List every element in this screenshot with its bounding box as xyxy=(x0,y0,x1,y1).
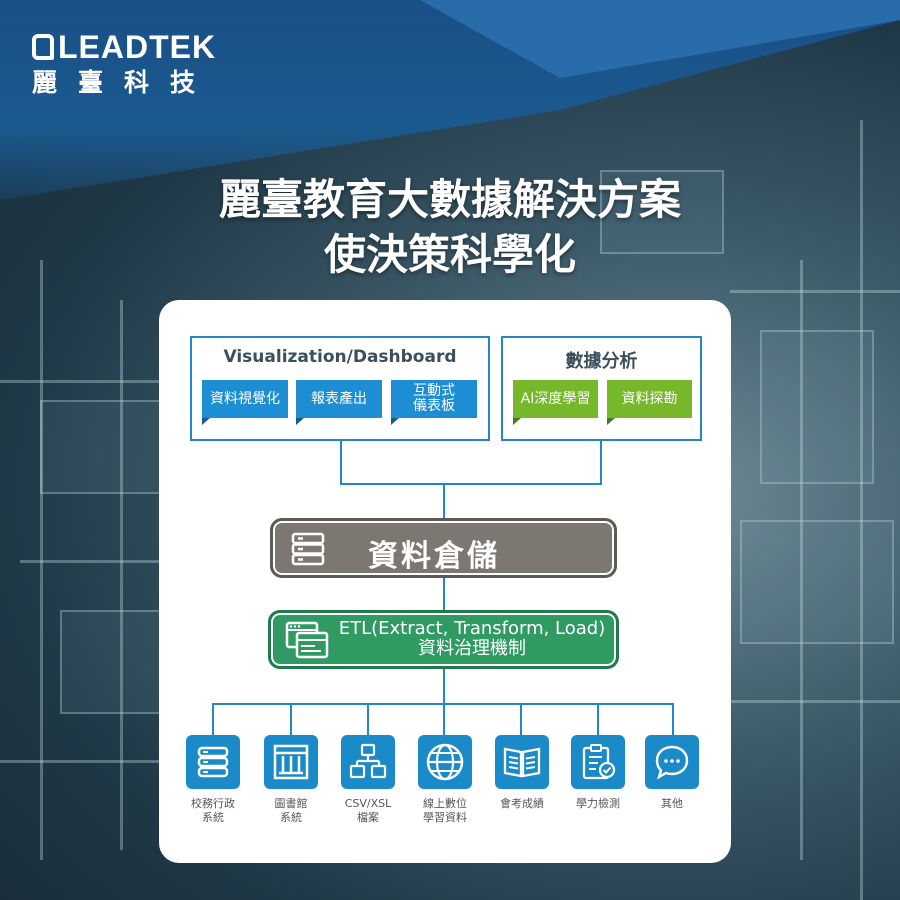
connector-source-5 xyxy=(520,703,522,736)
logo-mark-icon xyxy=(32,34,54,60)
connector-source-2 xyxy=(290,703,292,736)
open-book-icon xyxy=(503,747,541,778)
source-label-school-admin: 校務行政 系統 xyxy=(191,797,235,824)
server-stack-icon xyxy=(291,532,325,566)
source-school-admin xyxy=(186,735,240,789)
connector-top-horizontal xyxy=(340,483,602,485)
source-library xyxy=(264,735,318,789)
chat-bubble-icon xyxy=(655,745,689,780)
connector-source-6 xyxy=(597,703,599,736)
brand-logo: LEADTEK 麗臺科技 xyxy=(32,30,216,98)
page-title-line1: 麗臺教育大數據解決方案 xyxy=(218,175,681,224)
connector-to-warehouse xyxy=(443,483,445,519)
connector-right-down xyxy=(600,440,602,484)
database-icon xyxy=(197,746,229,778)
visualization-dashboard-title: Visualization/Dashboard xyxy=(223,347,457,367)
source-label-others: 其他 xyxy=(661,797,683,810)
source-exam-scores xyxy=(495,735,549,789)
library-building-icon xyxy=(273,744,309,780)
chip-data-mining: 資料探勘 xyxy=(607,380,692,425)
source-label-csv-files: CSV/XSL 檔案 xyxy=(344,797,392,824)
etl-title: ETL(Extract, Transform, Load) xyxy=(338,618,606,639)
connector-source-1 xyxy=(212,703,214,736)
chip-ai-deep-learning: AI深度學習 xyxy=(513,380,598,425)
source-online-learning xyxy=(418,735,472,789)
page-title-line2: 使決策科學化 xyxy=(323,230,576,279)
checklist-clipboard-icon xyxy=(582,744,616,780)
page-title: 麗臺教育大數據解決方案 使決策科學化 xyxy=(0,172,900,282)
data-warehouse-label: 資料倉儲 xyxy=(368,539,500,574)
chip-data-visualization: 資料視覺化 xyxy=(202,380,288,425)
connector-left-down xyxy=(340,440,342,484)
source-others xyxy=(645,735,699,789)
globe-icon xyxy=(426,743,464,781)
brand-logo-en: LEADTEK xyxy=(32,30,216,64)
etl-subtitle: 資料治理機制 xyxy=(418,638,526,659)
chip-report-output: 報表產出 xyxy=(296,380,382,425)
data-analysis-panel: 數據分析 AI深度學習 資料探勘 xyxy=(501,336,702,441)
browser-windows-icon xyxy=(285,621,329,659)
data-warehouse-block: 資料倉儲 xyxy=(270,518,617,578)
data-analysis-title: 數據分析 xyxy=(565,351,638,372)
connector-source-4 xyxy=(443,703,445,736)
connector-etl-down xyxy=(443,667,445,703)
connector-warehouse-etl xyxy=(443,576,445,612)
source-csv-files xyxy=(341,735,395,789)
connector-source-3 xyxy=(367,703,369,736)
source-label-library: 圖書館 系統 xyxy=(274,797,308,824)
visualization-dashboard-panel: Visualization/Dashboard 資料視覺化 報表產出 互動式 儀… xyxy=(190,336,490,441)
file-network-icon xyxy=(349,743,387,779)
connector-source-7 xyxy=(672,703,674,736)
chip-interactive-dashboard: 互動式 儀表板 xyxy=(391,380,477,425)
etl-block: ETL(Extract, Transform, Load) 資料治理機制 xyxy=(268,610,619,669)
source-proficiency-test xyxy=(571,735,625,789)
source-label-exam-scores: 會考成績 xyxy=(500,797,544,810)
source-label-proficiency-test: 學力檢測 xyxy=(576,797,620,810)
brand-logo-zh: 麗臺科技 xyxy=(32,68,217,97)
source-label-online-learning: 線上數位 學習資料 xyxy=(423,797,467,824)
etl-text: ETL(Extract, Transform, Load) 資料治理機制 xyxy=(331,619,613,659)
